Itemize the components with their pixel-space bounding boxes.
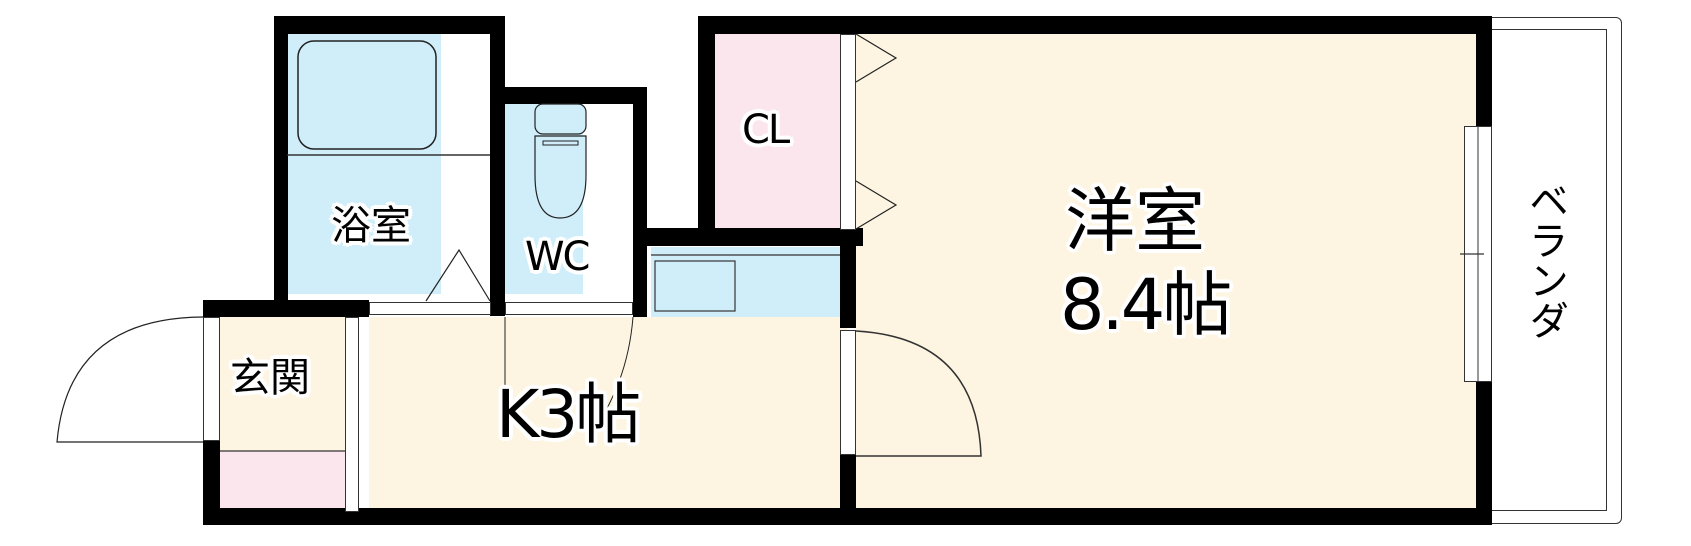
- wall-entrance-left-lower: [203, 441, 220, 525]
- closet-door-frame: [840, 34, 856, 230]
- wall-right: [1476, 16, 1492, 126]
- entrance-door-swing-icon: [56, 316, 204, 443]
- western-room-size: 8.4帖: [1060, 264, 1232, 346]
- closet-label: CL: [742, 107, 790, 153]
- bath-door-swing-icon: [425, 248, 491, 302]
- sink-icon: [654, 260, 736, 312]
- closet-area: [715, 34, 845, 230]
- wall-wc-right: [633, 87, 647, 317]
- wc-label: WC: [525, 234, 590, 280]
- wall-top-main: [698, 16, 1492, 34]
- toilet-icon: [534, 103, 587, 219]
- closet-door-icon: [855, 33, 898, 83]
- wall-partition-vertical-lower: [840, 455, 856, 525]
- bath-label: 浴室: [331, 203, 411, 249]
- wall-partition-vertical: [840, 228, 856, 328]
- bathtub-icon: [297, 40, 437, 150]
- wall-counter-top: [633, 228, 863, 246]
- wall-bath-left: [274, 16, 288, 304]
- veranda-outer: [1492, 17, 1622, 524]
- wall-bottom: [203, 508, 1492, 525]
- western-room-label: 洋室: [1065, 180, 1205, 262]
- veranda-inner: [1492, 29, 1607, 511]
- veranda-label: ベランダ: [1522, 180, 1568, 340]
- wall-wc-top: [490, 87, 647, 104]
- entrance-partition: [345, 317, 359, 512]
- kitchen-label: K3帖: [496, 376, 641, 453]
- western-room-area: [856, 34, 1477, 524]
- door-frame-bath: [369, 302, 491, 315]
- entrance-label: 玄関: [230, 355, 310, 401]
- entrance-area: [220, 317, 345, 451]
- room-door-swing-icon: [855, 330, 982, 457]
- room-door-frame: [840, 330, 856, 455]
- wall-entrance-top: [203, 300, 369, 317]
- door-frame-wc: [505, 302, 633, 315]
- kitchen-area: [369, 317, 847, 524]
- wall-bath-top: [274, 16, 505, 34]
- entrance-door-frame: [203, 317, 220, 441]
- wall-right-lower: [1476, 382, 1492, 525]
- wall-closet-left: [698, 16, 715, 246]
